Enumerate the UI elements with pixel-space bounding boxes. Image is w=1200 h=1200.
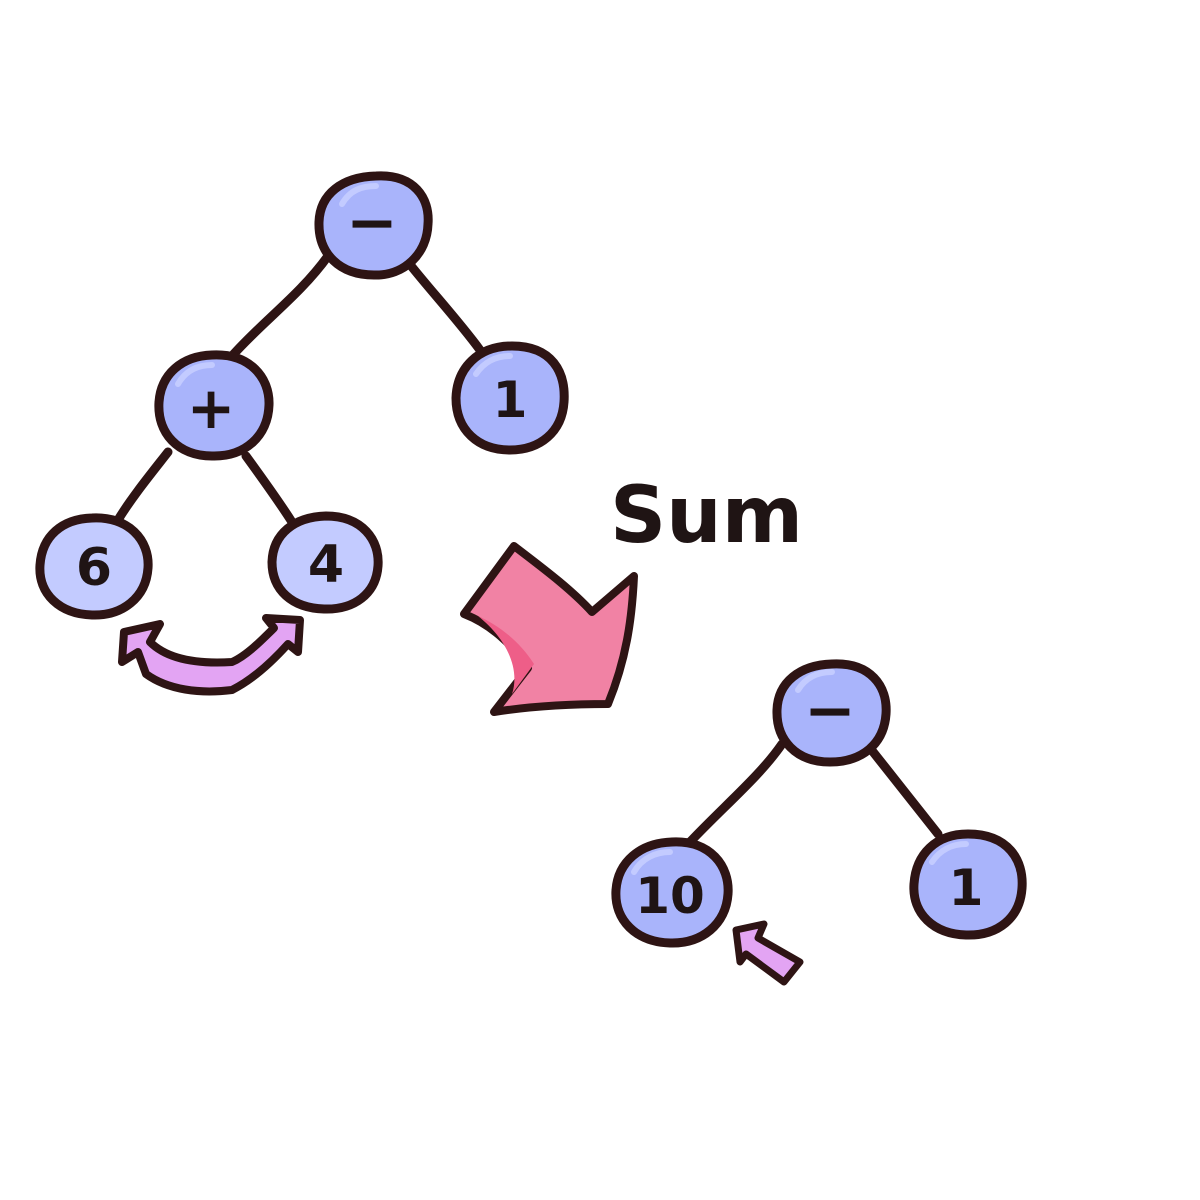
small-pointer-arrow-icon xyxy=(732,920,804,986)
node-label: 4 xyxy=(308,535,344,595)
big-arrow-shade xyxy=(478,616,534,694)
node-highlight xyxy=(795,669,835,693)
edge-root-to-ten xyxy=(685,739,787,847)
before-tree-edges xyxy=(113,251,485,527)
node-label: 10 xyxy=(635,867,705,925)
node-label: + xyxy=(187,374,236,442)
node-label: 1 xyxy=(493,371,528,429)
curved-double-arrow-icon xyxy=(118,614,304,696)
edge-root-to-plus xyxy=(227,251,333,361)
big-arrow-shape xyxy=(460,542,638,716)
node-highlight xyxy=(175,362,215,387)
after-tree-edges xyxy=(685,739,943,847)
big-curved-arrow-icon xyxy=(460,542,638,716)
before-six-node: 6 xyxy=(35,513,153,620)
node-circle xyxy=(909,829,1027,940)
before-plus-node: + xyxy=(154,350,274,461)
node-circle xyxy=(267,511,383,614)
node-circle xyxy=(772,659,891,767)
node-label: 1 xyxy=(949,859,984,917)
node-label: − xyxy=(346,186,398,259)
edge-root-to-one xyxy=(403,257,485,355)
swap-arrow-shape xyxy=(118,614,304,696)
before-one-node: 1 xyxy=(451,341,569,455)
after-root-node: − xyxy=(772,659,891,767)
after-ten-node: 10 xyxy=(611,837,733,948)
edge-plus-to-six xyxy=(113,447,173,525)
pointer-arrow-shape xyxy=(732,920,804,986)
after-one-node: 1 xyxy=(909,829,1027,940)
node-highlight xyxy=(339,183,379,207)
node-label: − xyxy=(804,674,856,747)
node-label: 6 xyxy=(76,538,112,598)
edge-plus-to-four xyxy=(241,451,297,527)
node-circle xyxy=(611,837,733,948)
node-circle xyxy=(35,513,153,620)
node-highlight xyxy=(473,353,513,377)
transition-label: Sum xyxy=(610,471,803,561)
edge-root-to-one xyxy=(865,743,943,839)
node-circle xyxy=(154,350,274,461)
node-highlight xyxy=(631,849,673,875)
before-four-node: 4 xyxy=(267,511,383,614)
node-highlight xyxy=(929,841,969,865)
before-root-node: − xyxy=(314,171,433,280)
node-circle xyxy=(451,341,569,455)
